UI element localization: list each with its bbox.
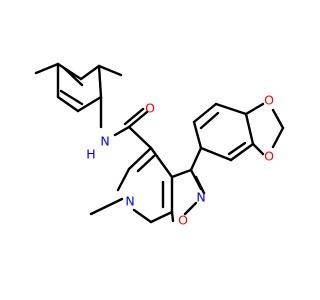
bond <box>170 210 175 223</box>
bond <box>244 102 265 116</box>
bond <box>192 120 203 150</box>
bond <box>97 64 123 77</box>
bond <box>59 89 84 106</box>
bond <box>189 146 203 172</box>
bond <box>199 146 233 162</box>
bond <box>251 142 265 156</box>
bond <box>79 64 101 81</box>
atom-label-n: N <box>125 194 134 209</box>
bond <box>192 102 218 124</box>
atom-label-n: N <box>100 134 109 149</box>
bond <box>136 154 156 173</box>
bond <box>76 95 103 113</box>
atom-label-h: H <box>86 147 95 162</box>
bond <box>271 126 285 149</box>
bond <box>199 111 220 130</box>
bond <box>123 107 145 126</box>
atom-label-o: O <box>264 93 274 108</box>
atom-label-n: N <box>196 190 205 205</box>
bond <box>227 141 247 156</box>
bond <box>113 125 131 137</box>
bond <box>89 197 124 216</box>
bond <box>127 110 149 129</box>
bond <box>271 108 285 130</box>
bond <box>116 167 131 192</box>
bond <box>170 168 193 179</box>
bond <box>62 66 84 87</box>
atom-label-layer: O N H N O N O O <box>86 93 274 228</box>
bond <box>194 175 206 195</box>
atom-label-o: O <box>178 213 188 228</box>
bond-layer <box>34 62 285 224</box>
bond <box>244 112 255 146</box>
atom-label-o: O <box>145 101 155 116</box>
bond <box>214 102 248 116</box>
bond <box>97 64 103 99</box>
molecule-canvas: O N H N O N O O <box>34 62 285 228</box>
bond <box>229 142 255 162</box>
structure-diagram: O N H N O N O O <box>34 62 285 228</box>
bond <box>127 146 153 171</box>
atom-label-o: O <box>264 149 274 164</box>
bond <box>149 210 174 224</box>
bond <box>127 125 153 150</box>
bond <box>34 62 60 75</box>
bond <box>183 201 198 216</box>
bond <box>132 208 153 224</box>
bond <box>56 95 80 113</box>
bond <box>149 146 174 179</box>
bond <box>56 62 83 81</box>
